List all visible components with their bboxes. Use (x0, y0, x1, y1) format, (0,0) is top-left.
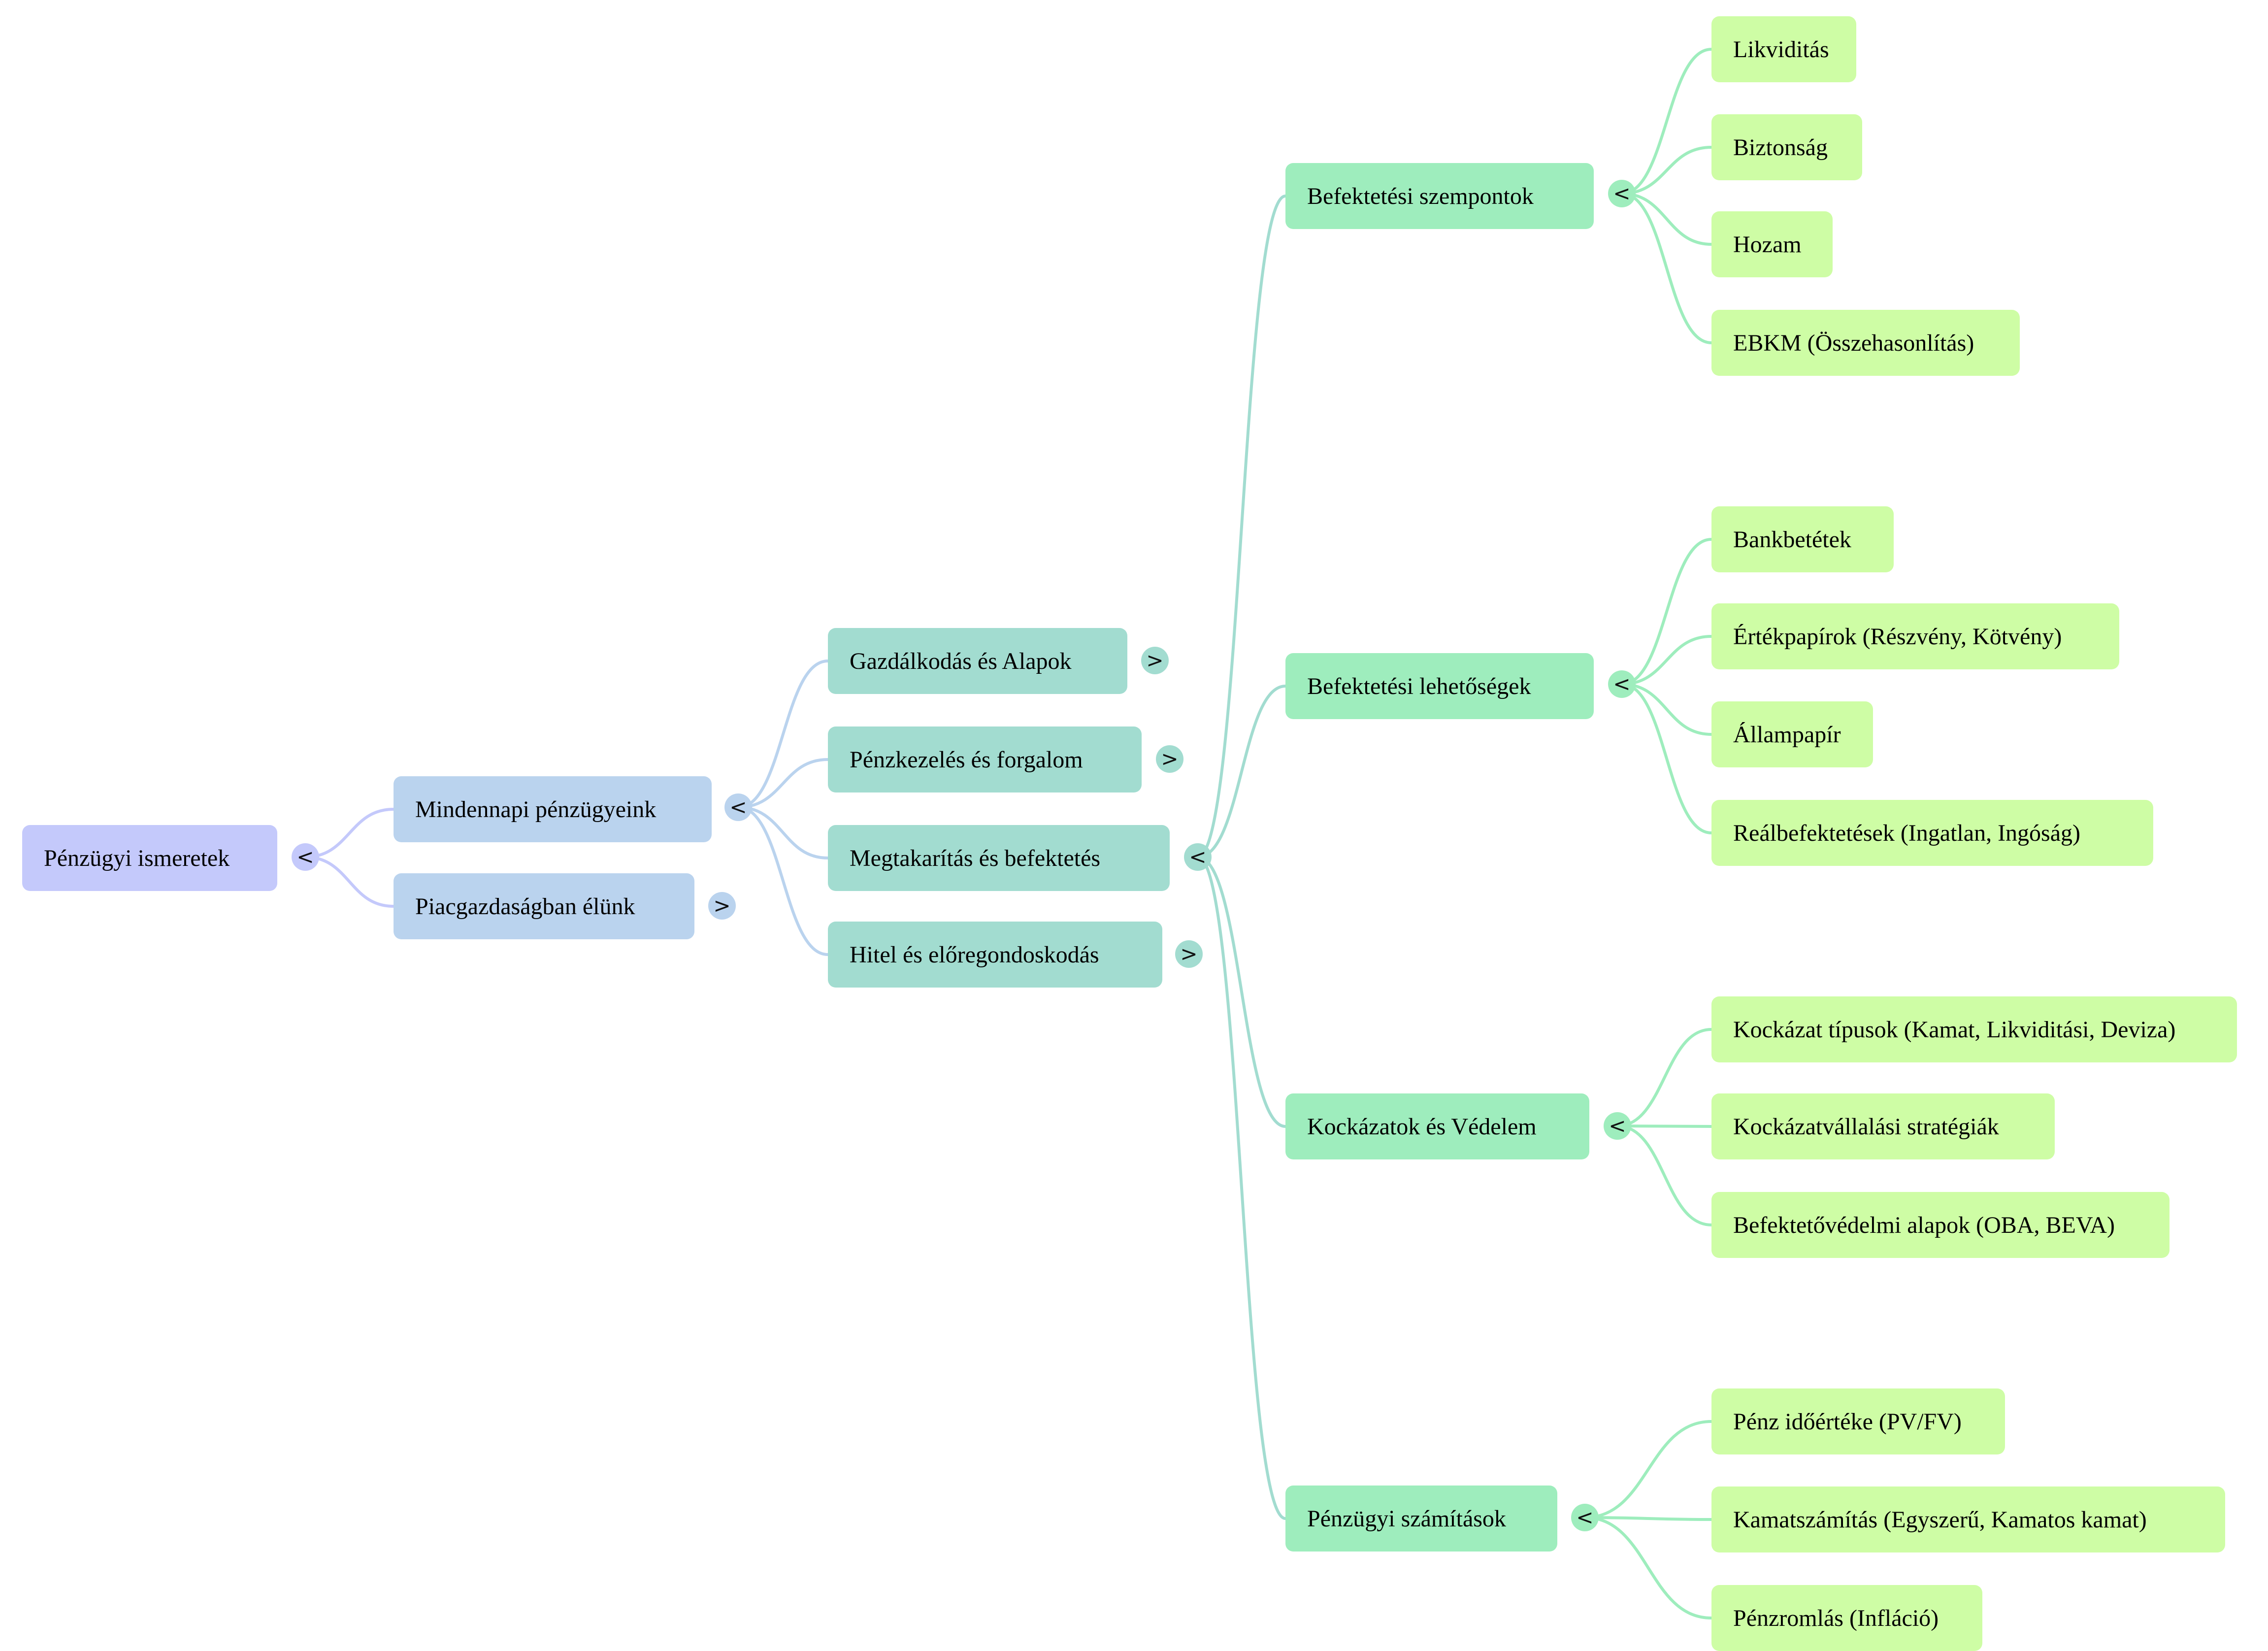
node-hitel-es-eloregondoskodas[interactable]: Hitel és előregondoskodás (828, 922, 1162, 988)
node-penzkezeles-es-forgalom[interactable]: Pénzkezelés és forgalom (828, 726, 1142, 792)
connector-l3-l4 (1621, 146, 1712, 195)
leaf-ebkm[interactable]: EBKM (Összehasonlítás) (1711, 310, 2020, 376)
connector-l2-l3 (1197, 685, 1286, 859)
node-label: Pénzkezelés és forgalom (850, 746, 1083, 773)
connector-l2-l3 (1197, 856, 1286, 1520)
node-label: Reálbefektetések (Ingatlan, Ingóság) (1733, 820, 2081, 846)
expand-icon[interactable]: > (708, 892, 736, 920)
connector-l1-l2 (738, 758, 828, 809)
node-label: Befektetővédelmi alapok (OBA, BEVA) (1733, 1212, 2115, 1238)
connector-l2-l3 (1197, 856, 1286, 1128)
leaf-befektetovedelmi-alapok[interactable]: Befektetővédelmi alapok (OBA, BEVA) (1711, 1192, 2169, 1258)
node-label: Kockázatvállalási stratégiák (1733, 1113, 1999, 1140)
node-befektetesi-szempontok[interactable]: Befektetési szempontok (1285, 163, 1594, 229)
node-label: Likviditás (1733, 36, 1829, 63)
connector-l3-l4 (1584, 1516, 1712, 1521)
connector-l3-l4 (1621, 683, 1712, 834)
connector-l2-l3 (1197, 195, 1286, 859)
node-befektetesi-lehetosegek[interactable]: Befektetési lehetőségek (1285, 653, 1594, 719)
leaf-realbefektetesek[interactable]: Reálbefektetések (Ingatlan, Ingóság) (1711, 800, 2153, 866)
node-megtakaritas-es-befektetes[interactable]: Megtakarítás és befektetés (828, 825, 1170, 891)
connector-l3-l4 (1617, 1124, 1712, 1226)
expand-icon[interactable]: > (1141, 647, 1169, 674)
collapse-icon[interactable]: < (292, 843, 319, 871)
leaf-penz-idoerteke[interactable]: Pénz időértéke (PV/FV) (1711, 1388, 2005, 1454)
node-gazdalkodas-es-alapok[interactable]: Gazdálkodás és Alapok (828, 628, 1127, 694)
leaf-penzromlas[interactable]: Pénzromlás (Infláció) (1711, 1585, 1982, 1651)
connector-l1-l2 (738, 660, 828, 809)
node-mindennapi-penzugyeink[interactable]: Mindennapi pénzügyeink (394, 776, 712, 842)
connector-root-l1 (305, 808, 394, 859)
node-label: Befektetési szempontok (1307, 183, 1534, 209)
root-node[interactable]: Pénzügyi ismeretek (22, 825, 277, 891)
collapse-icon[interactable]: < (724, 793, 752, 821)
connector-l3-l4 (1621, 538, 1712, 686)
node-label: Biztonság (1733, 134, 1828, 161)
expand-icon[interactable]: > (1156, 745, 1183, 773)
collapse-icon[interactable]: < (1604, 1112, 1631, 1140)
leaf-kockazat-tipusok[interactable]: Kockázat típusok (Kamat, Likviditási, De… (1711, 996, 2237, 1062)
connector-l3-l4 (1617, 1028, 1712, 1127)
leaf-kamatszamitas[interactable]: Kamatszámítás (Egyszerű, Kamatos kamat) (1711, 1486, 2225, 1552)
node-label: Gazdálkodás és Alapok (850, 648, 1072, 674)
connector-l3-l4 (1621, 48, 1712, 195)
node-piacgazdasagban-elunk[interactable]: Piacgazdaságban élünk (394, 873, 694, 939)
node-label: Pénzügyi ismeretek (44, 845, 230, 871)
collapse-icon[interactable]: < (1608, 180, 1636, 207)
leaf-biztonsag[interactable]: Biztonság (1711, 114, 1862, 180)
node-label: EBKM (Összehasonlítás) (1733, 330, 1974, 356)
connector-l1-l2 (738, 806, 828, 859)
connector-l3-l4 (1621, 683, 1712, 736)
expand-icon[interactable]: > (1175, 940, 1203, 968)
connector-root-l1 (305, 856, 394, 908)
collapse-icon[interactable]: < (1608, 670, 1636, 698)
collapse-icon[interactable]: < (1184, 843, 1212, 871)
connector-l1-l2 (738, 806, 828, 956)
node-label: Pénzügyi számítások (1307, 1505, 1506, 1532)
node-label: Kockázatok és Védelem (1307, 1113, 1537, 1140)
node-label: Megtakarítás és befektetés (850, 845, 1101, 871)
node-penzugyi-szamitasok[interactable]: Pénzügyi számítások (1285, 1486, 1557, 1552)
node-label: Hozam (1733, 231, 1802, 258)
node-label: Piacgazdaságban élünk (415, 893, 635, 920)
connector-l3-l4 (1621, 192, 1712, 246)
leaf-allampapir[interactable]: Állampapír (1711, 701, 1873, 767)
node-label: Befektetési lehetőségek (1307, 673, 1531, 699)
node-label: Hitel és előregondoskodás (850, 941, 1099, 968)
node-label: Pénz időértéke (PV/FV) (1733, 1408, 1962, 1435)
node-label: Bankbetétek (1733, 526, 1851, 553)
node-label: Kockázat típusok (Kamat, Likviditási, De… (1733, 1016, 2176, 1043)
node-label: Kamatszámítás (Egyszerű, Kamatos kamat) (1733, 1506, 2147, 1533)
node-label: Pénzromlás (Infláció) (1733, 1605, 1939, 1631)
connector-l3-l4 (1584, 1516, 1712, 1619)
node-kockazatok-es-vedelem[interactable]: Kockázatok és Védelem (1285, 1093, 1589, 1159)
leaf-hozam[interactable]: Hozam (1711, 211, 1833, 277)
leaf-kockazatvallalasi-strategiak[interactable]: Kockázatvállalási stratégiák (1711, 1093, 2055, 1159)
connector-l3-l4 (1621, 635, 1712, 686)
node-label: Állampapír (1733, 721, 1841, 748)
node-label: Értékpapírok (Részvény, Kötvény) (1733, 623, 2062, 650)
leaf-bankbetetek[interactable]: Bankbetétek (1711, 506, 1894, 572)
collapse-icon[interactable]: < (1571, 1504, 1599, 1531)
leaf-likviditas[interactable]: Likviditás (1711, 16, 1856, 82)
node-label: Mindennapi pénzügyeink (415, 796, 657, 823)
leaf-ertekpapirok[interactable]: Értékpapírok (Részvény, Kötvény) (1711, 603, 2119, 669)
connector-l3-l4 (1584, 1420, 1712, 1519)
connector-l3-l4 (1621, 192, 1712, 344)
